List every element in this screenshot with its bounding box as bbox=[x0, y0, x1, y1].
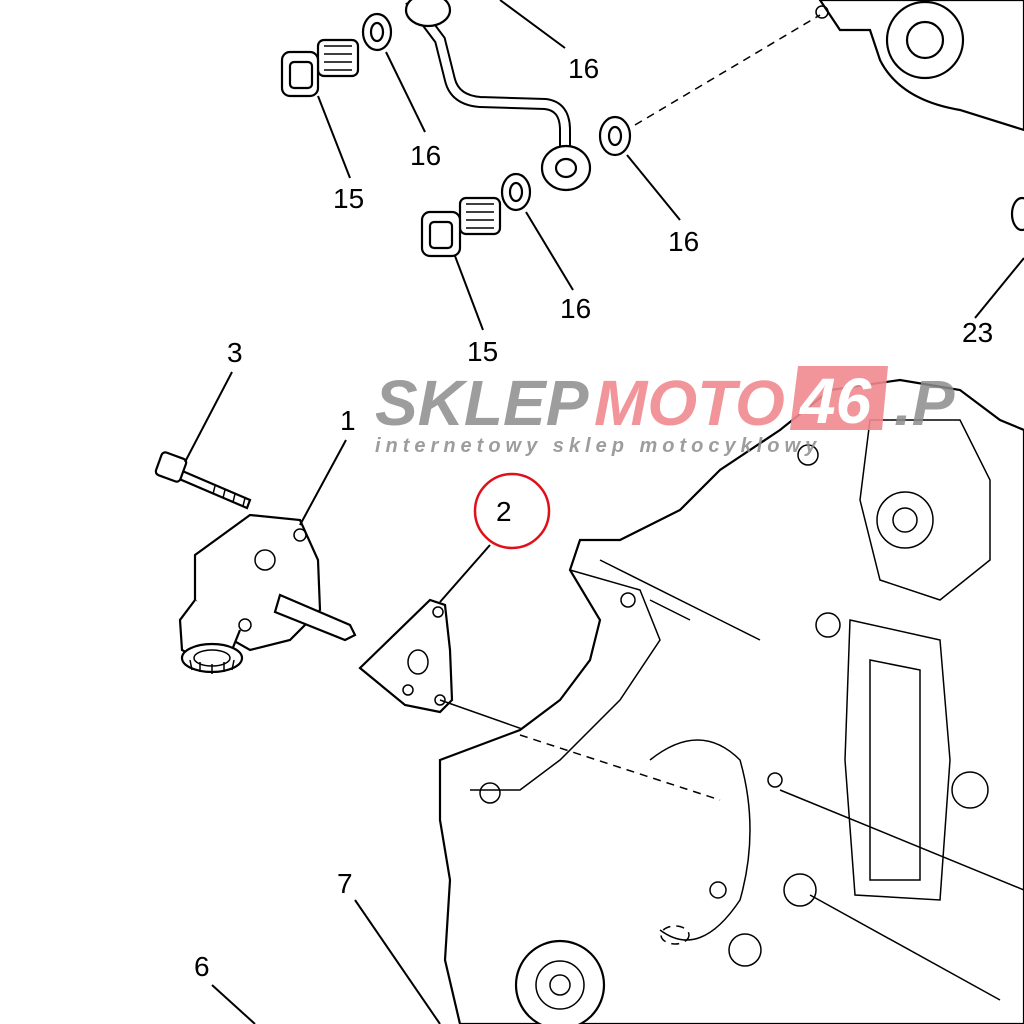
oil-pump-assembly bbox=[178, 513, 357, 674]
watermark-brand-a: SKLEP bbox=[375, 367, 589, 439]
callout-6: 6 bbox=[194, 951, 210, 982]
callout-7: 7 bbox=[337, 868, 353, 899]
callout-16: 16 bbox=[568, 53, 599, 84]
oil-delivery-pipe bbox=[404, 0, 592, 192]
union-bolt-upper bbox=[280, 38, 360, 98]
callout-16: 16 bbox=[560, 293, 591, 324]
callout-16: 16 bbox=[410, 140, 441, 171]
leader-lines bbox=[184, 0, 1024, 1024]
assembly-line bbox=[439, 699, 526, 731]
watermark-brand-b: MOTO bbox=[594, 367, 785, 439]
callout-23: 23 bbox=[962, 317, 993, 348]
pump-bolt bbox=[154, 451, 252, 510]
callout-16: 16 bbox=[668, 226, 699, 257]
assembly-line bbox=[809, 894, 1001, 1001]
callout-3: 3 bbox=[227, 337, 243, 368]
engine-cover-top-right bbox=[815, 0, 1024, 132]
crankcase bbox=[438, 378, 1024, 1024]
watermark-brand-num: 46 bbox=[798, 365, 872, 437]
callout-1: 1 bbox=[340, 405, 356, 436]
oil-pump-gasket bbox=[358, 598, 454, 714]
watermark-tagline: internetowy sklep motocyklowy bbox=[375, 435, 821, 457]
union-bolt-lower bbox=[420, 196, 502, 258]
assembly-line bbox=[779, 789, 1024, 891]
callout-2: 2 bbox=[496, 496, 512, 527]
callout-15: 15 bbox=[333, 183, 364, 214]
watermark-logo: SKLEP MOTO 46 .P internetowy sklep motoc… bbox=[375, 365, 955, 457]
watermark-brand-tail: .P bbox=[894, 367, 955, 439]
copper-washers bbox=[361, 12, 1024, 232]
highlight-circle bbox=[473, 472, 551, 550]
watermark-badge bbox=[790, 366, 888, 430]
callout-15: 15 bbox=[467, 336, 498, 367]
assembly-line bbox=[634, 14, 821, 126]
assembly-line bbox=[519, 734, 721, 801]
